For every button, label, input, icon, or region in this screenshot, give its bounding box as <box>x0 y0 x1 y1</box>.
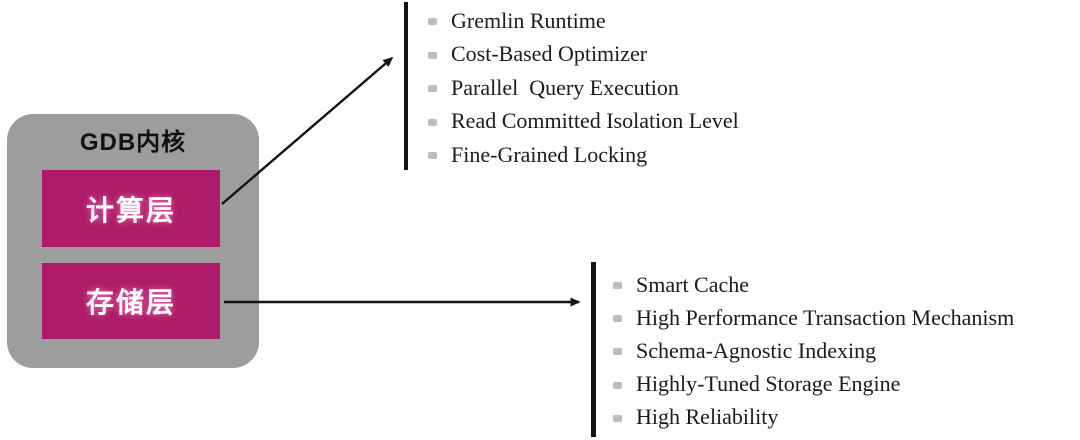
feature-item: Gremlin Runtime <box>428 4 739 38</box>
feature-label: Highly-Tuned Storage Engine <box>636 371 901 397</box>
feature-item: Cost-Based Optimizer <box>428 38 739 72</box>
bullet-icon <box>428 18 437 26</box>
compute-list-bar <box>404 2 408 170</box>
feature-label: High Performance Transaction Mechanism <box>636 304 1015 330</box>
feature-label: Fine-Grained Locking <box>451 141 648 167</box>
feature-label: Smart Cache <box>636 271 750 297</box>
feature-label: Parallel Query Execution <box>451 74 679 100</box>
compute-layer-label: 计算层 <box>85 194 176 226</box>
feature-label: Gremlin Runtime <box>451 7 606 33</box>
feature-label: Schema-Agnostic Indexing <box>636 337 877 363</box>
feature-item: High Reliability <box>613 401 1014 434</box>
bullet-icon <box>613 348 622 356</box>
feature-label: Read Committed Isolation Level <box>451 108 739 134</box>
compute-layer-box: 计算层 <box>42 170 220 247</box>
bullet-icon <box>613 282 622 290</box>
bullet-icon <box>428 152 437 160</box>
storage-layer-label: 存储层 <box>85 287 176 318</box>
bullet-icon <box>613 414 622 422</box>
feature-item: Parallel Query Execution <box>428 71 739 105</box>
bullet-icon <box>428 118 437 126</box>
compute-feature-list: Gremlin Runtime Cost-Based Optimizer Par… <box>428 4 739 172</box>
gdb-kernel-box: GDB内核 计算层 存储层 <box>7 114 259 368</box>
feature-label: High Reliability <box>636 404 779 430</box>
feature-item: Highly-Tuned Storage Engine <box>613 368 1014 401</box>
feature-item: Fine-Grained Locking <box>428 138 739 172</box>
bullet-icon <box>428 51 437 59</box>
feature-item: Smart Cache <box>613 268 1014 301</box>
storage-layer-box: 存储层 <box>42 263 220 339</box>
feature-item: High Performance Transaction Mechanism <box>613 301 1014 334</box>
feature-label: Cost-Based Optimizer <box>451 41 648 67</box>
storage-list-bar <box>591 262 596 437</box>
bullet-icon <box>613 315 622 323</box>
bullet-icon <box>613 381 622 389</box>
kernel-title: GDB内核 <box>79 129 187 156</box>
feature-item: Read Committed Isolation Level <box>428 105 739 139</box>
feature-item: Schema-Agnostic Indexing <box>613 334 1014 367</box>
bullet-icon <box>428 85 437 93</box>
storage-feature-list: Smart Cache High Performance Transaction… <box>613 268 1014 434</box>
